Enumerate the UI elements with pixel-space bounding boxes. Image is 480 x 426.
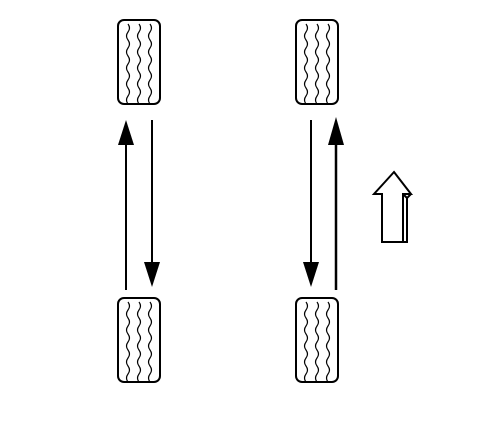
tire-rear-right <box>295 297 339 383</box>
arrow-front-left-to-rear-left <box>144 120 160 287</box>
tire-rear-left <box>117 297 161 383</box>
tire-front-left <box>117 19 161 105</box>
arrow-rear-right-to-front-right <box>328 117 344 290</box>
arrow-rear-left-to-front-left <box>118 120 134 290</box>
arrow-front-right-to-rear-right <box>303 120 319 287</box>
forward-arrow-icon <box>371 170 414 243</box>
tire-front-right <box>295 19 339 105</box>
